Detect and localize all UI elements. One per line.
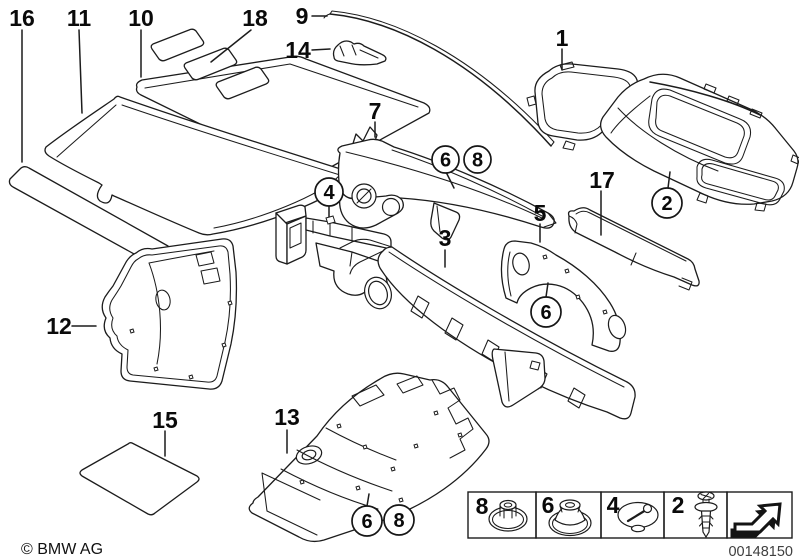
part-5-wheel-arch-pad[interactable] — [500, 240, 628, 352]
callout-3[interactable]: 3 — [439, 225, 452, 251]
svg-text:6: 6 — [440, 150, 451, 172]
svg-text:6: 6 — [540, 302, 551, 324]
legend-number-4: 4 — [607, 492, 620, 518]
cone-washer-nut-icon — [548, 499, 592, 537]
part-18-roof-pads[interactable] — [150, 28, 270, 100]
circled-callout-4[interactable]: 4 — [314, 177, 344, 207]
legend-cell-arrow[interactable] — [726, 491, 793, 539]
svg-text:8: 8 — [472, 150, 483, 172]
callout-10[interactable]: 10 — [128, 5, 154, 31]
fastener-legend: 8 6 4 2 — [467, 491, 793, 539]
part-3-bulkhead-insulation[interactable] — [339, 238, 636, 420]
svg-text:4: 4 — [323, 182, 335, 204]
callout-13[interactable]: 13 — [274, 404, 300, 430]
expanding-rivet-icon — [694, 491, 718, 539]
circled-callout-6-wheel-arch[interactable]: 6 — [530, 296, 562, 328]
svg-text:2: 2 — [661, 193, 672, 215]
part-15-flat-sheet[interactable] — [79, 442, 200, 516]
flat-washer-nut-icon — [488, 499, 528, 532]
callout-11[interactable]: 11 — [67, 5, 92, 31]
circled-callout-8-wheel-house[interactable]: 8 — [383, 504, 415, 536]
callout-9[interactable]: 9 — [296, 3, 309, 29]
callout-18[interactable]: 18 — [242, 5, 268, 31]
part-7-upper-bulkhead-pad[interactable] — [337, 126, 557, 241]
svg-text:6: 6 — [361, 511, 372, 533]
part-14-bracket[interactable] — [332, 40, 387, 66]
circled-callouts: 6 8 4 2 6 6 8 — [314, 145, 683, 537]
plastic-disc-clip-icon — [617, 501, 659, 533]
callout-16[interactable]: 16 — [9, 5, 35, 31]
part-9-seal-strip[interactable] — [323, 10, 555, 147]
legend-number-8: 8 — [476, 493, 489, 519]
svg-text:8: 8 — [393, 510, 404, 532]
callout-labels: 16 11 10 18 9 14 1 7 17 5 3 12 15 13 — [9, 3, 615, 433]
callout-12[interactable]: 12 — [46, 313, 72, 339]
direction-arrow-icon — [730, 502, 782, 538]
circled-callout-8-bulkhead[interactable]: 8 — [463, 145, 492, 174]
circled-callout-2[interactable]: 2 — [651, 187, 683, 219]
leader-lines — [21, 15, 671, 507]
circled-callout-6-wheel-house[interactable]: 6 — [351, 505, 383, 537]
part-2-shelf-panel[interactable] — [599, 73, 799, 212]
circled-callout-6-bulkhead[interactable]: 6 — [431, 145, 460, 174]
part-12-door-insulation[interactable] — [101, 238, 238, 390]
part-13-wheel-house-insulation[interactable] — [248, 372, 490, 543]
legend-number-6: 6 — [542, 492, 555, 518]
callout-17[interactable]: 17 — [589, 167, 615, 193]
copyright-notice: © BMW AG — [21, 541, 103, 558]
callout-7[interactable]: 7 — [369, 98, 382, 124]
callout-5[interactable]: 5 — [534, 200, 547, 226]
callout-1[interactable]: 1 — [556, 25, 569, 51]
legend-number-2: 2 — [672, 492, 685, 518]
callout-15[interactable]: 15 — [152, 407, 178, 433]
diagram-number: 00148150 — [728, 544, 793, 559]
callout-14[interactable]: 14 — [285, 37, 311, 63]
